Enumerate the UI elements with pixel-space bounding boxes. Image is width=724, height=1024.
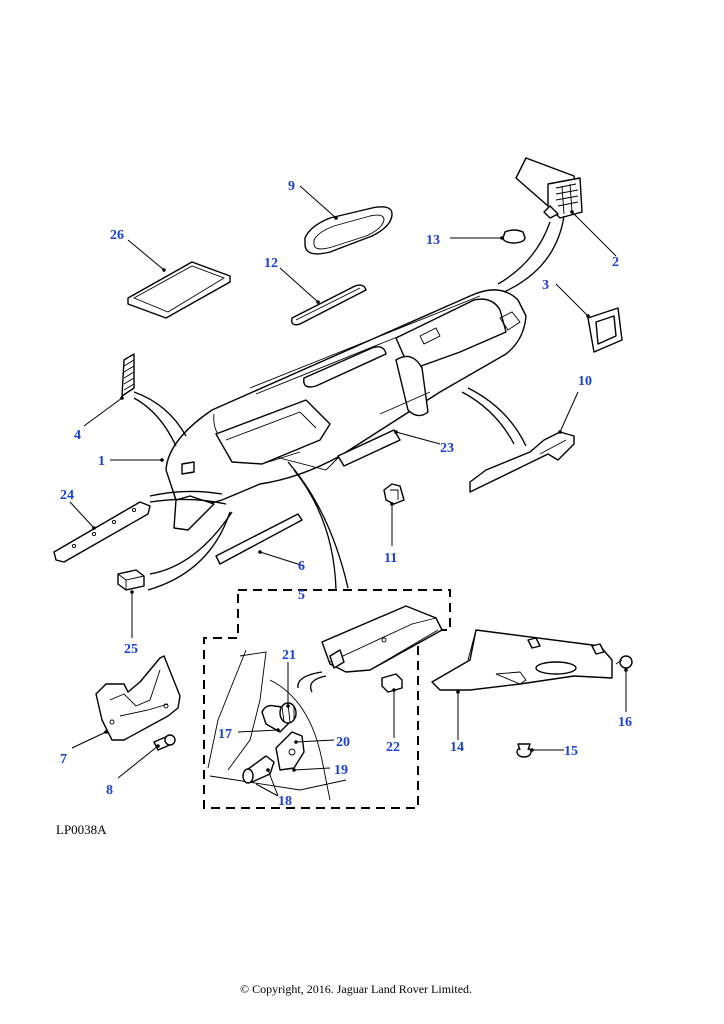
part-26-panel xyxy=(127,261,231,319)
callout-24: 24 xyxy=(60,488,74,503)
callout-16: 16 xyxy=(618,715,632,730)
callout-4: 4 xyxy=(74,428,81,443)
callout-26: 26 xyxy=(110,228,124,243)
callout-11: 11 xyxy=(384,551,397,566)
diagram-reference-code: LP0038A xyxy=(56,822,107,837)
callout-9: 9 xyxy=(288,179,295,194)
part-15-fastener xyxy=(516,743,532,758)
callout-14: 14 xyxy=(450,740,464,755)
part-9-seal xyxy=(304,206,393,255)
callout-20: 20 xyxy=(336,735,350,750)
callout-19: 19 xyxy=(334,763,348,778)
part-7-bracket xyxy=(95,655,181,741)
callout-5: 5 xyxy=(298,588,305,603)
part-14-tray xyxy=(431,629,613,691)
callout-21: 21 xyxy=(282,648,296,663)
leader-lines xyxy=(69,185,628,797)
callout-18: 18 xyxy=(278,794,292,809)
part-13-grommet xyxy=(502,229,526,244)
callout-17: 17 xyxy=(218,727,232,742)
callout-22: 22 xyxy=(386,740,400,755)
copyright-notice: © Copyright, 2016. Jaguar Land Rover Lim… xyxy=(239,982,473,996)
callout-6: 6 xyxy=(298,559,305,574)
part-2-vent-housing xyxy=(515,157,583,219)
part-5-glovebox xyxy=(321,605,443,673)
part-11-clip xyxy=(383,483,405,505)
part-12-strip xyxy=(290,284,367,326)
callout-13: 13 xyxy=(426,233,440,248)
callout-7: 7 xyxy=(60,752,67,767)
callout-10: 10 xyxy=(578,374,592,389)
callout-8: 8 xyxy=(106,783,113,798)
assembly-flow-lines xyxy=(133,215,565,693)
callout-3: 3 xyxy=(542,278,549,293)
part-24-rail xyxy=(53,501,151,563)
part-8-screw xyxy=(153,734,176,751)
callout-1: 1 xyxy=(98,454,105,469)
part-3-vent-frame xyxy=(587,307,623,353)
callout-2: 2 xyxy=(612,255,619,270)
callout-12: 12 xyxy=(264,256,278,271)
part-10-bracket xyxy=(469,431,575,493)
callout-25: 25 xyxy=(124,642,138,657)
latch-mechanism xyxy=(207,649,347,801)
part-4-side-vent xyxy=(121,353,135,397)
callout-23: 23 xyxy=(440,441,454,456)
part-1-fascia xyxy=(165,289,527,531)
detail-5-boundary xyxy=(203,589,451,809)
part-25-switch xyxy=(117,569,145,591)
part-6-strip xyxy=(215,513,303,565)
part-22-catch xyxy=(381,673,403,693)
callout-labels: 1 2 3 4 5 6 7 8 9 10 11 12 13 14 15 16 1… xyxy=(60,179,632,809)
callout-15: 15 xyxy=(564,744,578,759)
part-16-fastener xyxy=(615,655,633,669)
